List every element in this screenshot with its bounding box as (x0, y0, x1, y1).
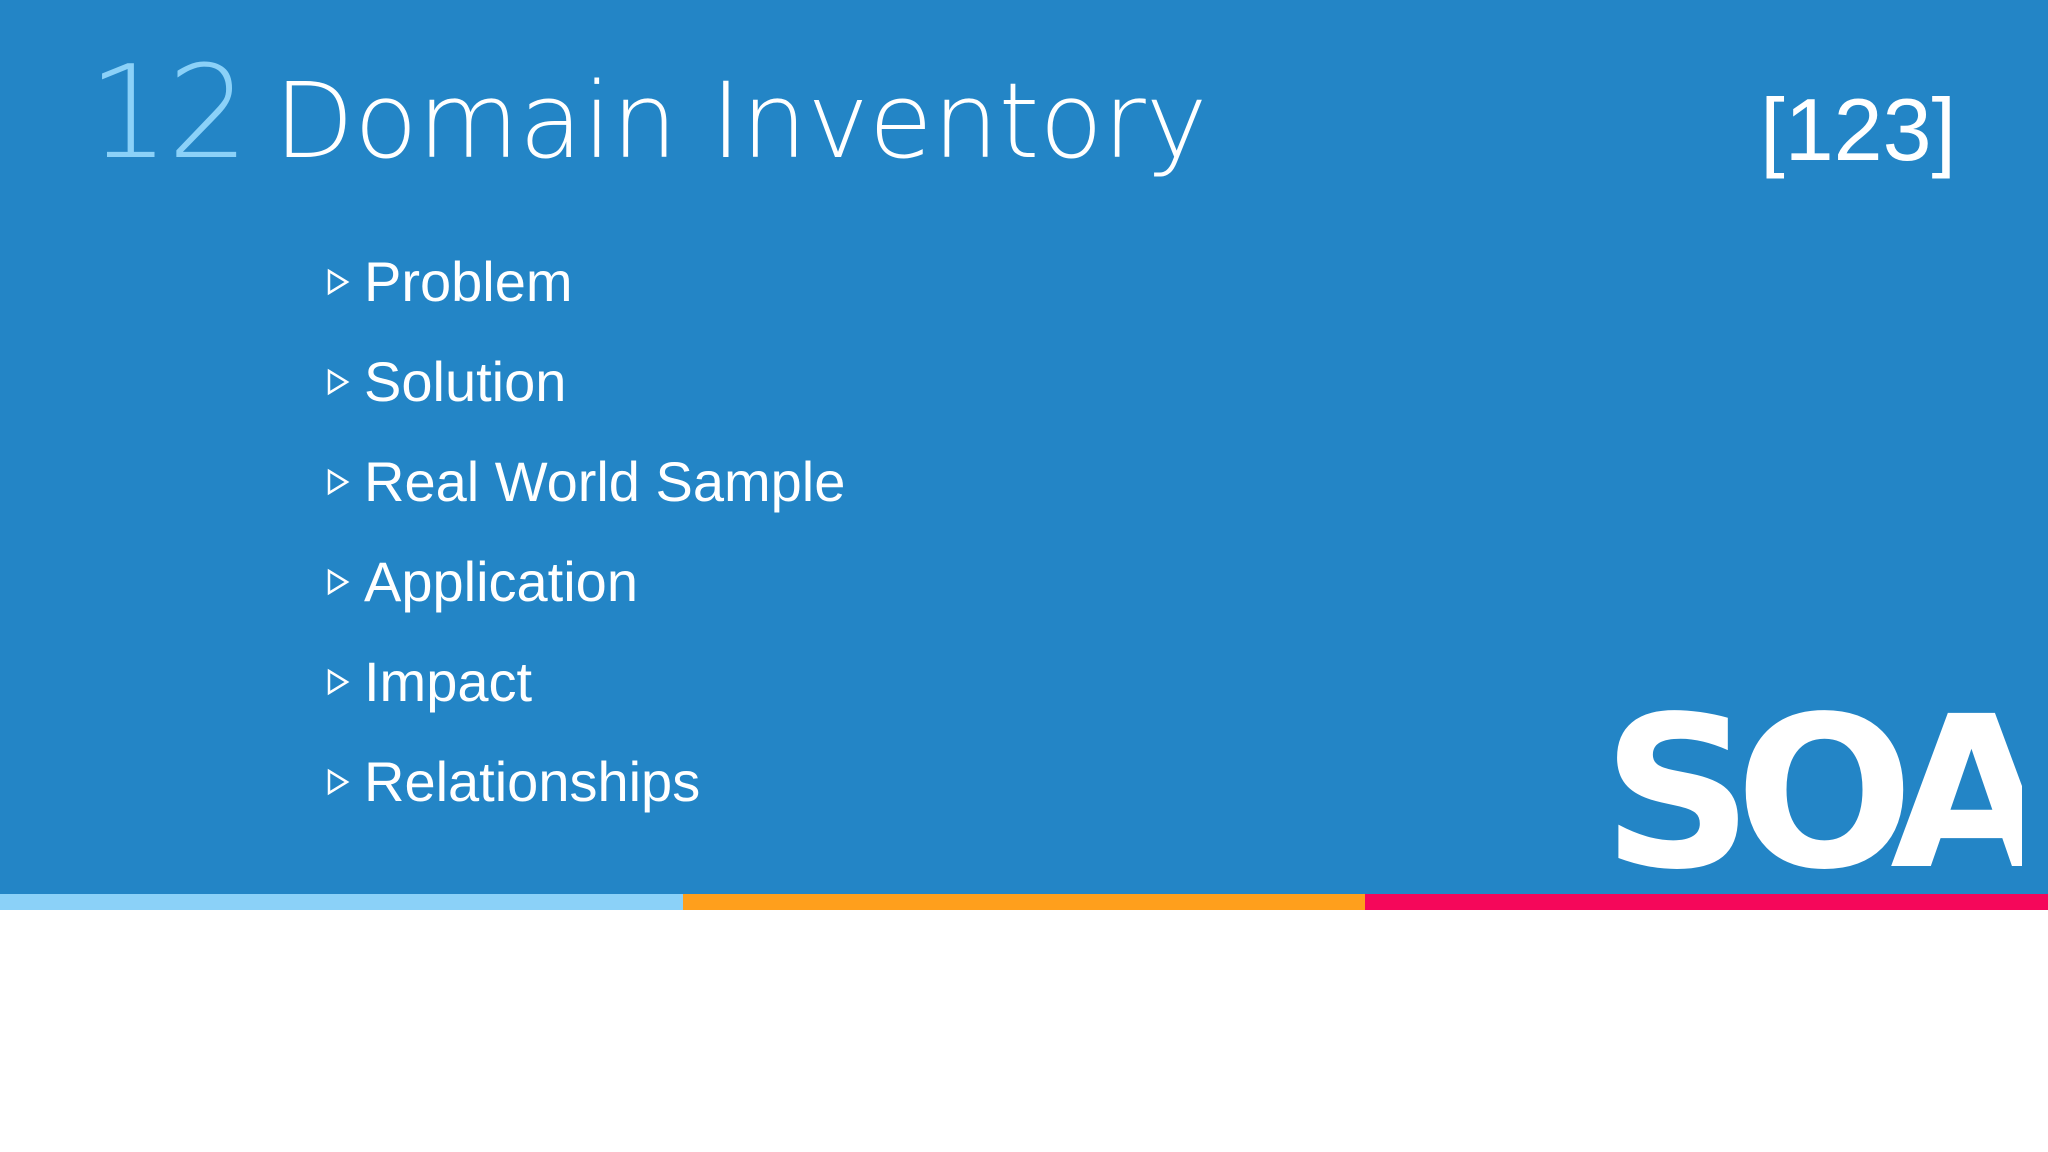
bullet-label: Problem (364, 250, 573, 313)
bullet-item: Problem (326, 232, 845, 332)
bullet-list: Problem Solution Real World Sample Appli… (326, 232, 845, 832)
triangle-right-outline-icon (326, 232, 364, 332)
bullet-item: Application (326, 532, 845, 632)
bullet-item: Solution (326, 332, 845, 432)
bullet-item: Impact (326, 632, 845, 732)
triangle-right-outline-icon (326, 332, 364, 432)
bullet-label: Real World Sample (364, 450, 846, 513)
page-reference: [123] (1760, 80, 1956, 179)
slide-title: Domain Inventory (274, 60, 1208, 182)
triangle-right-outline-icon (326, 732, 364, 832)
stripe-orange (683, 894, 1365, 910)
triangle-right-outline-icon (326, 432, 364, 532)
bullet-label: Solution (364, 350, 567, 413)
slide-content-panel: 12 Domain Inventory [123] Problem Soluti… (0, 0, 2048, 894)
soa-logo: SOA (1602, 698, 2022, 874)
bullet-item: Relationships (326, 732, 845, 832)
triangle-right-outline-icon (326, 632, 364, 732)
soa-logo-text: SOA (1602, 698, 2022, 874)
stripe-pink (1365, 894, 2048, 910)
bullet-label: Impact (364, 650, 533, 713)
bullet-label: Application (364, 550, 638, 613)
bullet-label: Relationships (364, 750, 701, 813)
slide-number: 12 (88, 39, 249, 188)
bullet-item: Real World Sample (326, 432, 845, 532)
triangle-right-outline-icon (326, 532, 364, 632)
stripe-blue (0, 894, 683, 910)
